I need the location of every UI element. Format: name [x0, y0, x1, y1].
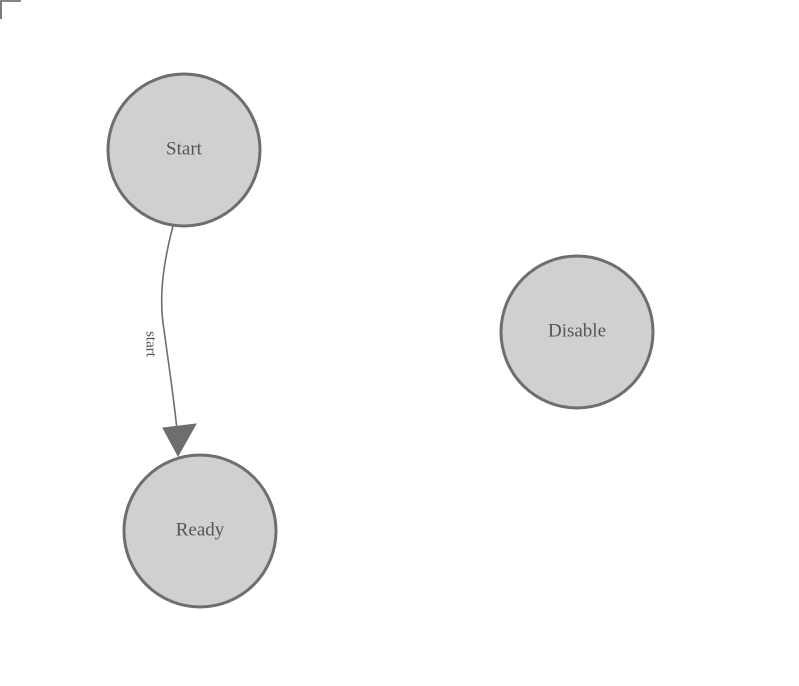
edge-start-to-ready[interactable]: start: [143, 225, 197, 458]
node-start-circle: [106, 72, 262, 228]
node-ready-circle: [122, 453, 278, 609]
node-ready[interactable]: Ready: [122, 453, 278, 609]
arrowhead-icon: [162, 423, 197, 458]
corner-bracket-mark: [0, 0, 21, 19]
node-disable-circle: [499, 254, 655, 410]
node-start[interactable]: Start: [106, 72, 262, 228]
edge-label-start: start: [143, 331, 159, 358]
edge-path: [160, 225, 178, 431]
node-disable[interactable]: Disable: [499, 254, 655, 410]
